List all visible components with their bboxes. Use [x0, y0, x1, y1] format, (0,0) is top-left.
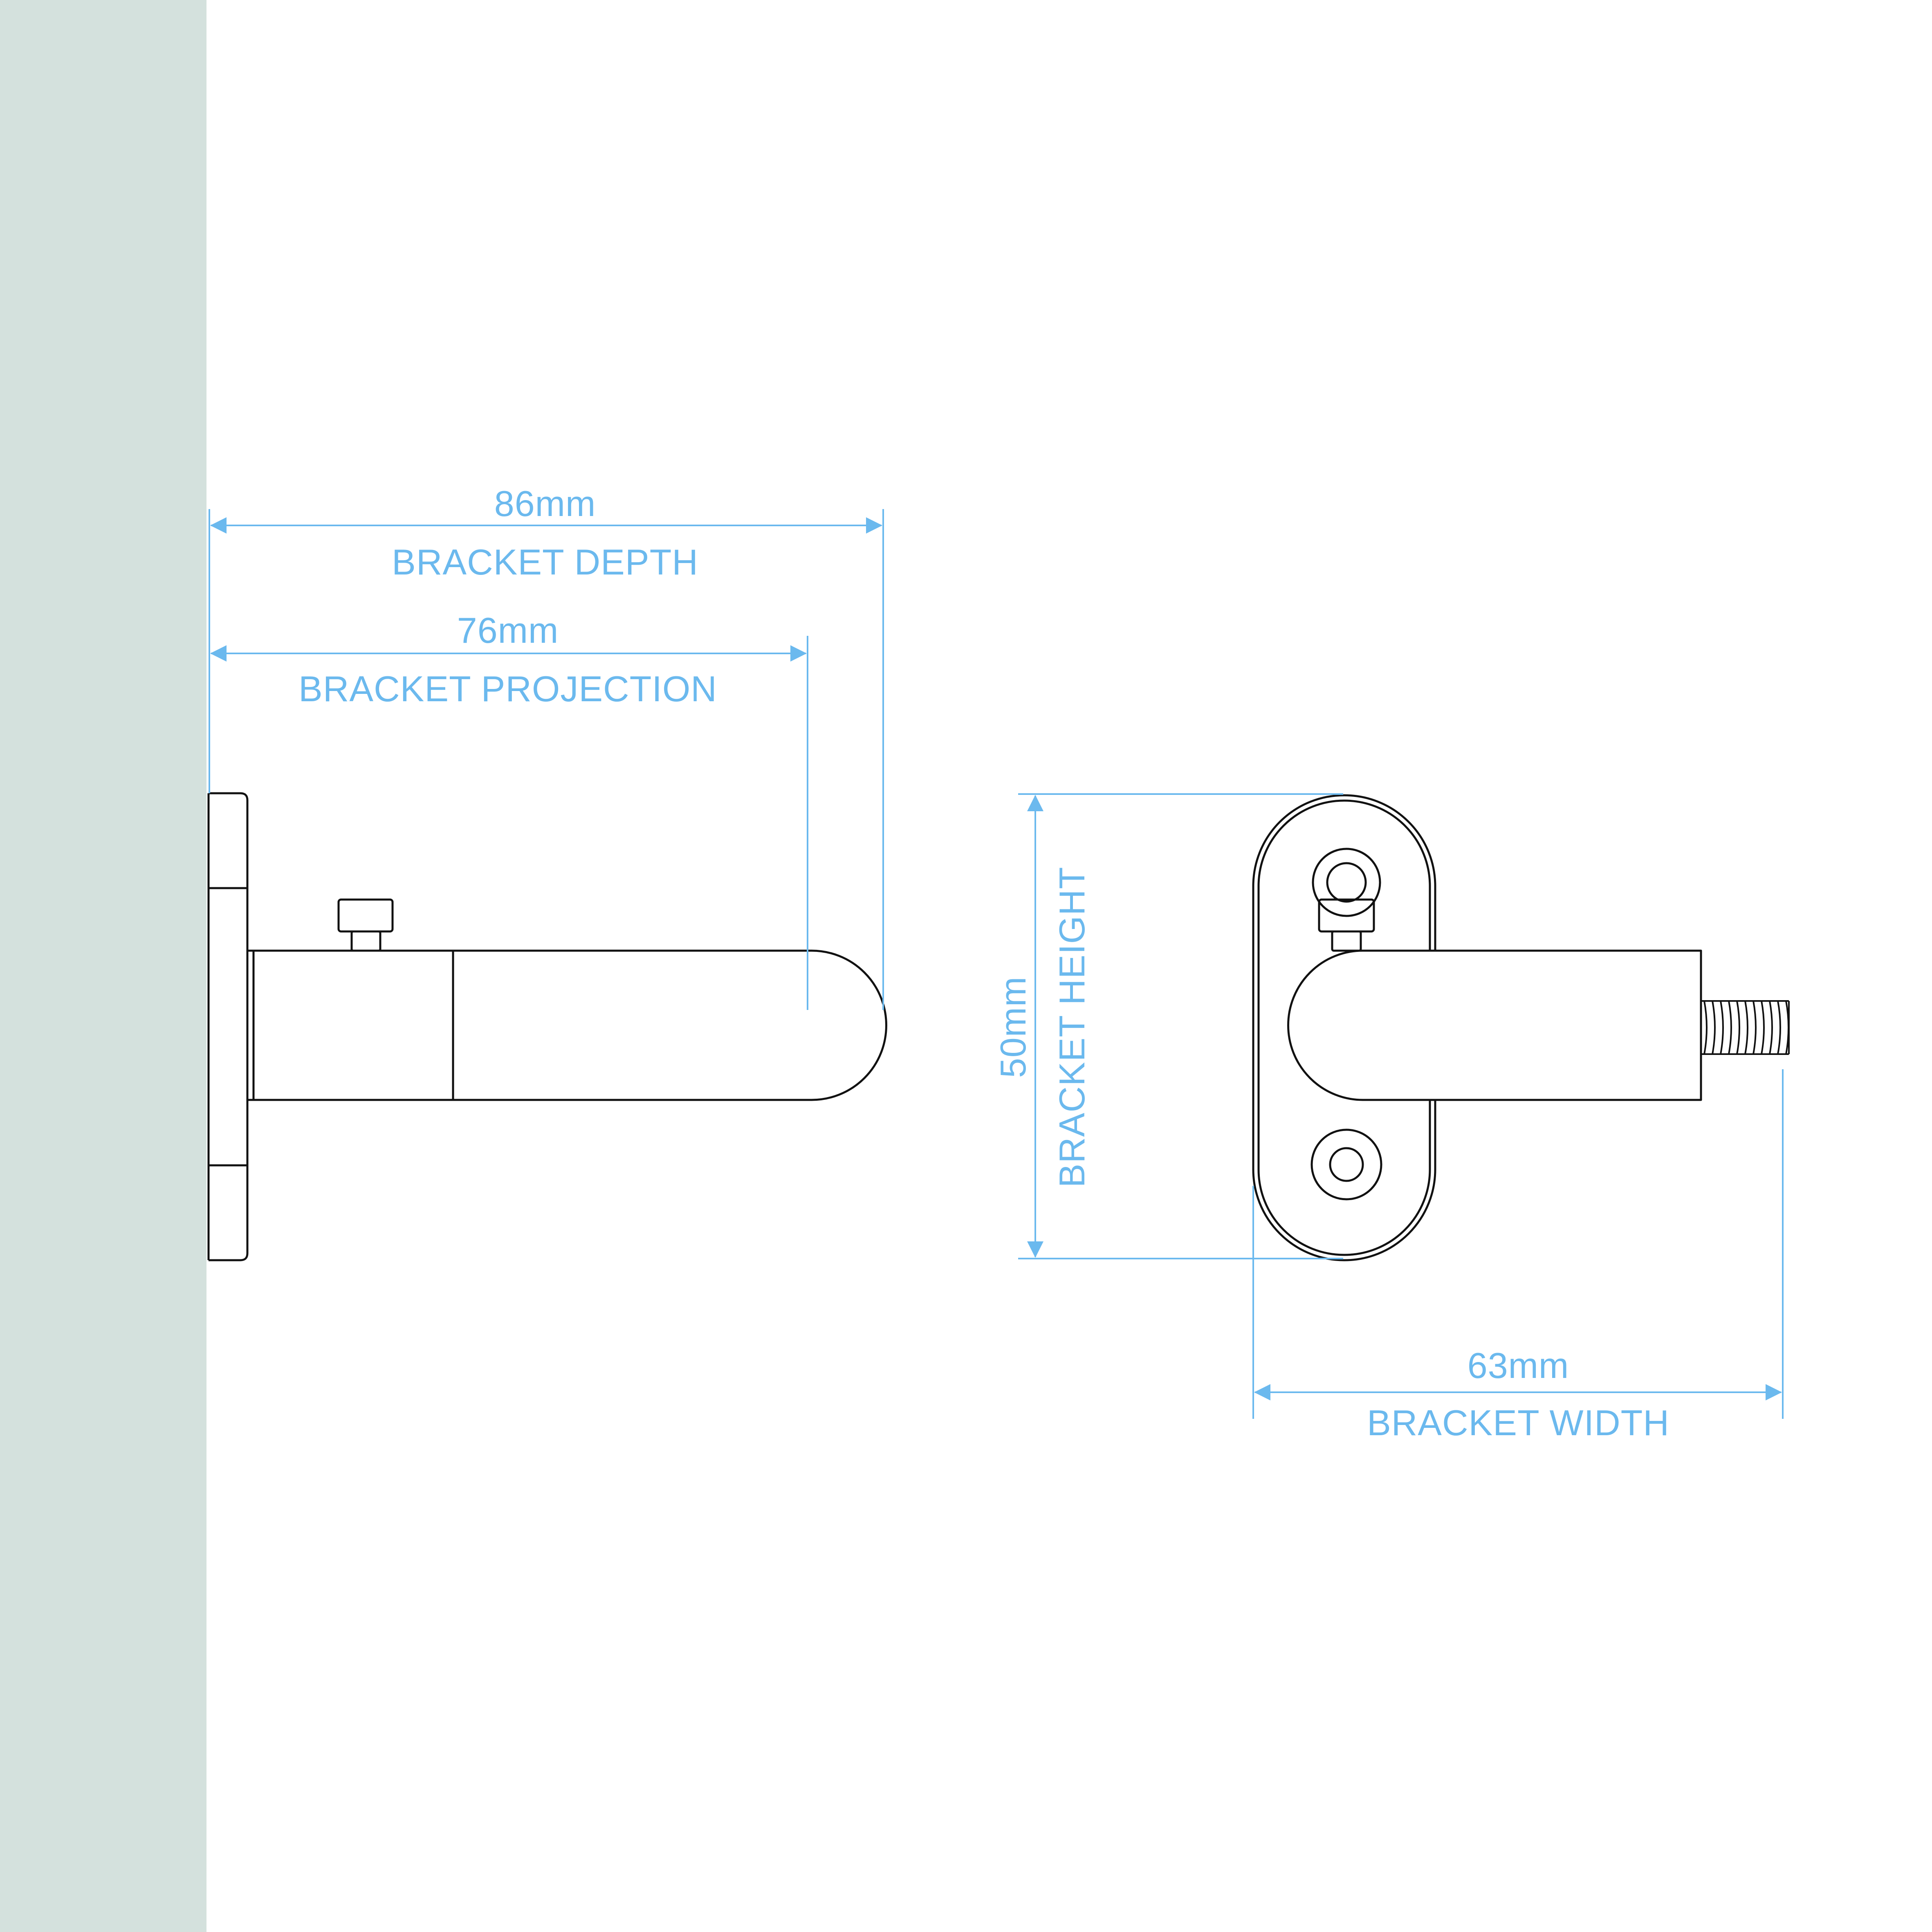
depth-value: 86mm [494, 483, 596, 524]
thread-ridge [1752, 1001, 1757, 1055]
front-arm [1287, 949, 1702, 1101]
side-shaft [247, 949, 887, 1101]
thread-ridge [1785, 1001, 1789, 1055]
thread-ridge [1769, 1001, 1773, 1055]
height-value: 50mm [993, 976, 1033, 1078]
front-grub-screw-shank [1331, 930, 1362, 952]
thread-ridge [1744, 1001, 1748, 1055]
width-value: 63mm [1468, 1345, 1569, 1386]
thread-ridges [1703, 1001, 1789, 1055]
front-dimensions [1018, 793, 1784, 1419]
thread-ridge [1712, 1001, 1716, 1055]
projection-value: 76mm [457, 610, 559, 651]
front-top-hole-outer [1312, 848, 1381, 917]
front-view-bracket [1252, 794, 1702, 1261]
side-view-bracket [207, 792, 887, 1261]
depth-label: BRACKET DEPTH [392, 542, 698, 582]
thread-ridge [1728, 1001, 1732, 1055]
width-label: BRACKET WIDTH [1367, 1402, 1669, 1443]
front-bottom-hole-outer [1310, 1129, 1382, 1200]
side-wall-plate [209, 792, 249, 1261]
thread-ridge [1703, 1001, 1708, 1055]
side-dimensions [209, 509, 884, 1010]
height-label: BRACKET HEIGHT [1052, 867, 1092, 1188]
front-bottom-hole-inner [1329, 1147, 1364, 1182]
side-grub-screw-head [337, 898, 394, 933]
side-grub-screw-shank [350, 930, 381, 952]
thread-ridge [1736, 1001, 1740, 1055]
thread-ridge [1777, 1001, 1781, 1055]
threaded-rod [1701, 1000, 1790, 1055]
wall [0, 0, 206, 1932]
thread-ridge [1720, 1001, 1724, 1055]
front-top-hole-inner [1326, 862, 1367, 903]
thread-ridge [1761, 1001, 1765, 1055]
projection-label: BRACKET PROJECTION [298, 669, 717, 709]
